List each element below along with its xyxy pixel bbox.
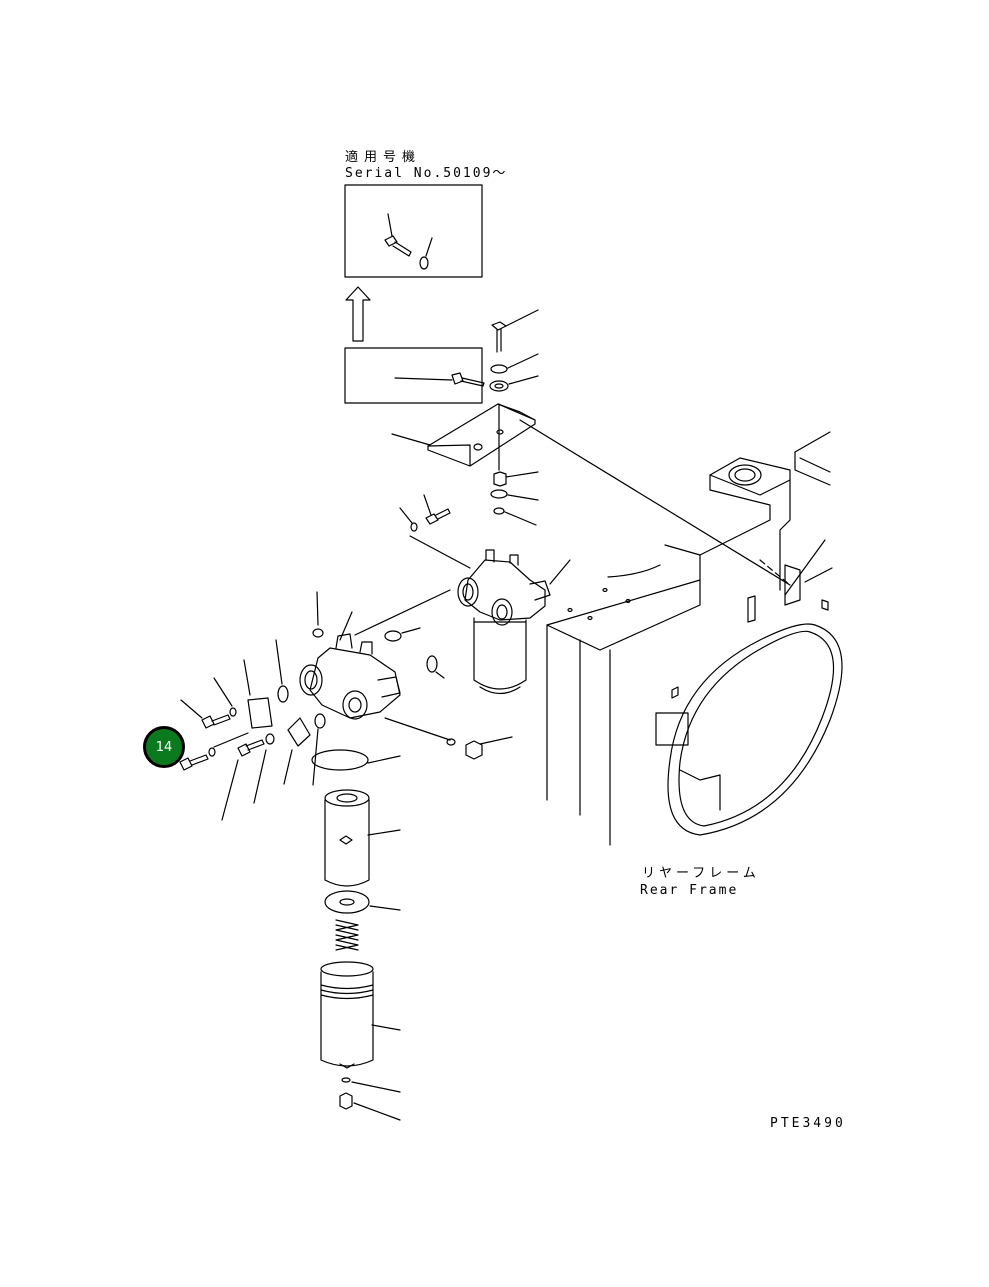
up-arrow-icon	[345, 286, 371, 342]
inset-bolt-icon	[384, 213, 412, 257]
seal-parts	[275, 627, 513, 786]
head-bolt-pair	[399, 494, 471, 569]
bracket-assembly	[391, 309, 539, 526]
serial-inset-box	[344, 184, 483, 278]
lower-filter-head	[299, 589, 451, 741]
serial-title-jp: 適用号機	[345, 150, 422, 165]
part-callout-button[interactable]: 14	[143, 726, 185, 768]
drawing-code: PTE3490	[770, 1116, 846, 1131]
leader-line	[519, 419, 791, 586]
rear-frame	[546, 431, 843, 846]
upper-filter-assembly	[457, 549, 571, 695]
rear-frame-label-en: Rear Frame	[640, 883, 739, 898]
filter-element-stack	[311, 749, 401, 1121]
inset-washer-icon	[419, 237, 433, 270]
rear-frame-label-jp: リヤーフレーム	[642, 866, 760, 881]
cover-plates	[179, 659, 311, 821]
current-inset-box	[344, 347, 485, 404]
callout-number: 14	[155, 739, 173, 755]
serial-title-en: Serial No.50109～	[345, 166, 508, 181]
